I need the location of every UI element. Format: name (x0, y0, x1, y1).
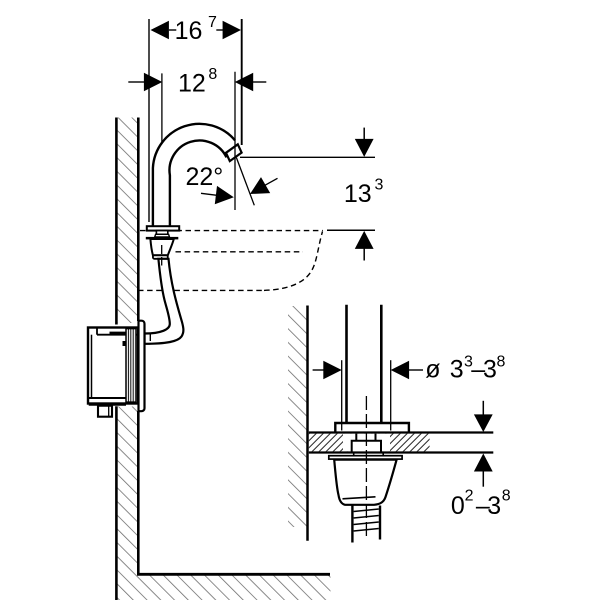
svg-text:–: – (471, 356, 485, 384)
svg-text:–: – (476, 492, 490, 520)
svg-text:8: 8 (497, 354, 506, 371)
svg-text:3: 3 (487, 492, 501, 520)
svg-text:7: 7 (208, 14, 217, 31)
svg-text:8: 8 (502, 488, 511, 505)
svg-text:13: 13 (344, 180, 372, 208)
svg-text:12: 12 (178, 70, 206, 98)
svg-text:ø: ø (425, 356, 440, 384)
svg-text:16: 16 (175, 17, 203, 45)
svg-text:3: 3 (450, 356, 464, 384)
svg-text:2: 2 (465, 488, 474, 505)
svg-text:3: 3 (483, 356, 497, 384)
svg-text:8: 8 (208, 66, 217, 83)
svg-text:3: 3 (464, 354, 473, 371)
svg-text:3: 3 (375, 177, 384, 194)
svg-text:22°: 22° (186, 163, 224, 191)
svg-text:0: 0 (451, 492, 465, 520)
